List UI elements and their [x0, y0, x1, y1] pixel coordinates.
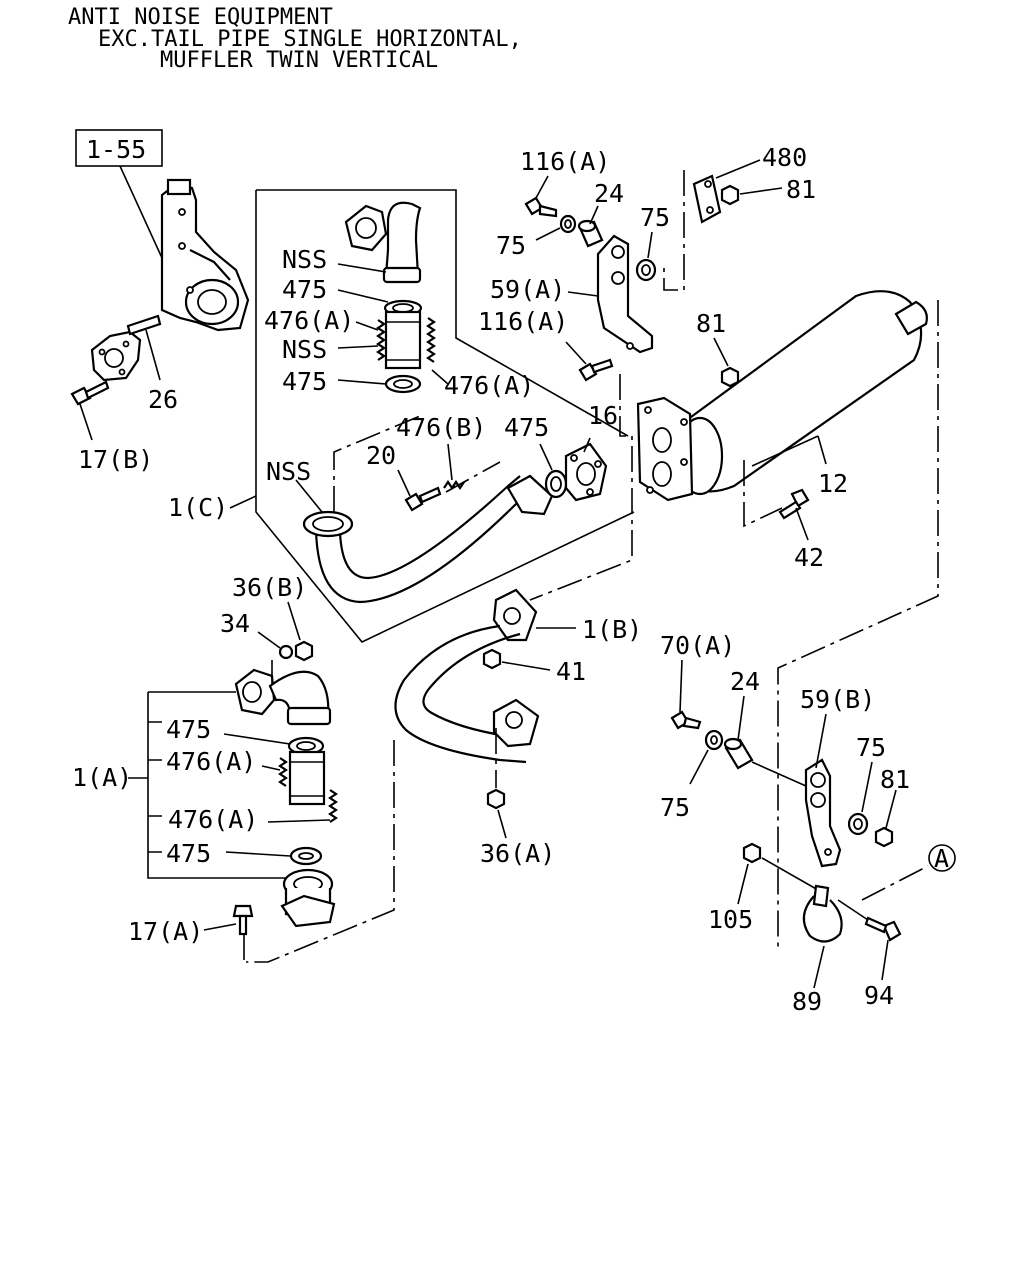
bolt-116a-mid[interactable] [578, 358, 614, 382]
bolt-20[interactable] [404, 486, 442, 512]
callout-476a-1a-top[interactable]: 476(A) [166, 747, 256, 776]
bolt-17a[interactable] [232, 904, 254, 936]
callout-1c[interactable]: 1(C) [168, 493, 228, 522]
callout-476b[interactable]: 476(B) [396, 413, 486, 442]
callout-475-1a-bottom[interactable]: 475 [166, 839, 211, 868]
washer-34[interactable] [278, 644, 294, 660]
elbow-pipe-upper[interactable] [344, 201, 422, 284]
nut-41[interactable] [482, 648, 502, 670]
spring-476b[interactable] [443, 480, 465, 490]
callout-475-1a-top[interactable]: 475 [166, 715, 211, 744]
manifold-outlet-part[interactable] [160, 178, 250, 332]
callout-12[interactable]: 12 [818, 469, 848, 498]
bolt-70a[interactable] [670, 710, 702, 730]
callout-42[interactable]: 42 [794, 543, 824, 572]
reference-leader [119, 165, 163, 259]
muffler-12[interactable] [636, 290, 928, 502]
reference-box-label[interactable]: 1-55 [86, 135, 146, 164]
callout-36a[interactable]: 36(A) [480, 839, 555, 868]
flange-pipe-1a[interactable] [280, 868, 336, 928]
callout-59b[interactable]: 59(B) [800, 685, 875, 714]
callout-34[interactable]: 34 [220, 609, 250, 638]
header-title: ANTI NOISE EQUIPMENT [68, 5, 333, 30]
callout-41[interactable]: 41 [556, 657, 586, 686]
callout-nss-3[interactable]: NSS [266, 457, 311, 486]
group-1a-bracket [128, 691, 286, 879]
bracket-59a[interactable] [596, 234, 654, 354]
callout-16[interactable]: 16 [588, 401, 618, 430]
nut-36b[interactable] [294, 640, 314, 662]
callout-476a-1a-bottom[interactable]: 476(A) [168, 805, 258, 834]
nut-81-top[interactable] [720, 184, 740, 206]
stud-26[interactable] [126, 314, 162, 336]
callout-94[interactable]: 94 [864, 981, 894, 1010]
header-subtitle-2: MUFFLER TWIN VERTICAL [160, 48, 438, 73]
callout-17a[interactable]: 17(A) [128, 917, 203, 946]
washer-75-low-left[interactable] [704, 729, 724, 751]
nut-105[interactable] [742, 842, 762, 864]
clamp-89[interactable] [802, 884, 843, 943]
slip-ring-475-lower[interactable] [384, 374, 422, 394]
connection-a-line [861, 865, 929, 901]
washer-75-top-left[interactable] [559, 214, 577, 234]
sleeve-with-springs[interactable] [376, 310, 436, 370]
gasket-plate[interactable] [90, 330, 142, 382]
plate-480[interactable] [692, 174, 722, 224]
bolt-17b[interactable] [70, 380, 110, 406]
pipe-1b[interactable] [394, 588, 540, 764]
elbow-pipe-1a[interactable] [234, 668, 332, 726]
front-pipe-1c[interactable] [302, 474, 554, 604]
collar-24-top[interactable] [577, 219, 604, 248]
callout-81-low[interactable]: 81 [880, 765, 910, 794]
gasket-475-1a[interactable] [289, 846, 323, 866]
connection-a-label[interactable]: A [934, 844, 949, 873]
washer-75-low-right[interactable] [847, 812, 869, 836]
gasket-475-mid[interactable] [544, 469, 568, 499]
callout-476a-upper[interactable]: 476(A) [264, 306, 354, 335]
callout-nss-1[interactable]: NSS [282, 245, 327, 274]
bracket-59b[interactable] [804, 758, 842, 868]
callout-116a-top[interactable]: 116(A) [520, 147, 610, 176]
connection-a-circle[interactable] [928, 844, 956, 872]
callout-475-mid[interactable]: 475 [504, 413, 549, 442]
callout-20[interactable]: 20 [366, 441, 396, 470]
bolt-42[interactable] [778, 488, 810, 520]
nut-81-mid[interactable] [720, 366, 740, 388]
callout-89[interactable]: 89 [792, 987, 822, 1016]
callout-24-top[interactable]: 24 [594, 179, 624, 208]
callout-1b[interactable]: 1(B) [582, 615, 642, 644]
callout-59a[interactable]: 59(A) [490, 275, 565, 304]
sleeve-1a[interactable] [278, 736, 338, 823]
callout-26[interactable]: 26 [148, 385, 178, 414]
callout-75-top-left[interactable]: 75 [496, 231, 526, 260]
callout-70a[interactable]: 70(A) [660, 631, 735, 660]
bolt-116a-top[interactable] [524, 196, 558, 218]
callout-475-second[interactable]: 475 [282, 367, 327, 396]
callout-81-top[interactable]: 81 [786, 175, 816, 204]
callout-24-low[interactable]: 24 [730, 667, 760, 696]
reference-box[interactable] [75, 129, 163, 167]
callout-75-top-right[interactable]: 75 [640, 203, 670, 232]
collar-24-low[interactable] [723, 737, 754, 770]
callout-105[interactable]: 105 [708, 905, 753, 934]
callout-1a[interactable]: 1(A) [72, 763, 132, 792]
callout-17b[interactable]: 17(B) [78, 445, 153, 474]
callout-476a-second[interactable]: 476(A) [444, 371, 534, 400]
callout-75-low-left[interactable]: 75 [660, 793, 690, 822]
nut-36a[interactable] [486, 788, 506, 810]
callout-475-upper[interactable]: 475 [282, 275, 327, 304]
callout-75-low-right[interactable]: 75 [856, 733, 886, 762]
washer-75-top-right[interactable] [635, 258, 657, 282]
callout-480[interactable]: 480 [762, 143, 807, 172]
group-1c-outline [255, 189, 635, 643]
header-subtitle-1: EXC.TAIL PIPE SINGLE HORIZONTAL, [98, 27, 522, 52]
bolt-94[interactable] [864, 916, 902, 942]
nut-81-low[interactable] [874, 826, 894, 848]
flange-16[interactable] [564, 442, 608, 502]
callout-81-mid[interactable]: 81 [696, 309, 726, 338]
callout-116a-mid[interactable]: 116(A) [478, 307, 568, 336]
callout-36b[interactable]: 36(B) [232, 573, 307, 602]
callout-nss-2[interactable]: NSS [282, 335, 327, 364]
